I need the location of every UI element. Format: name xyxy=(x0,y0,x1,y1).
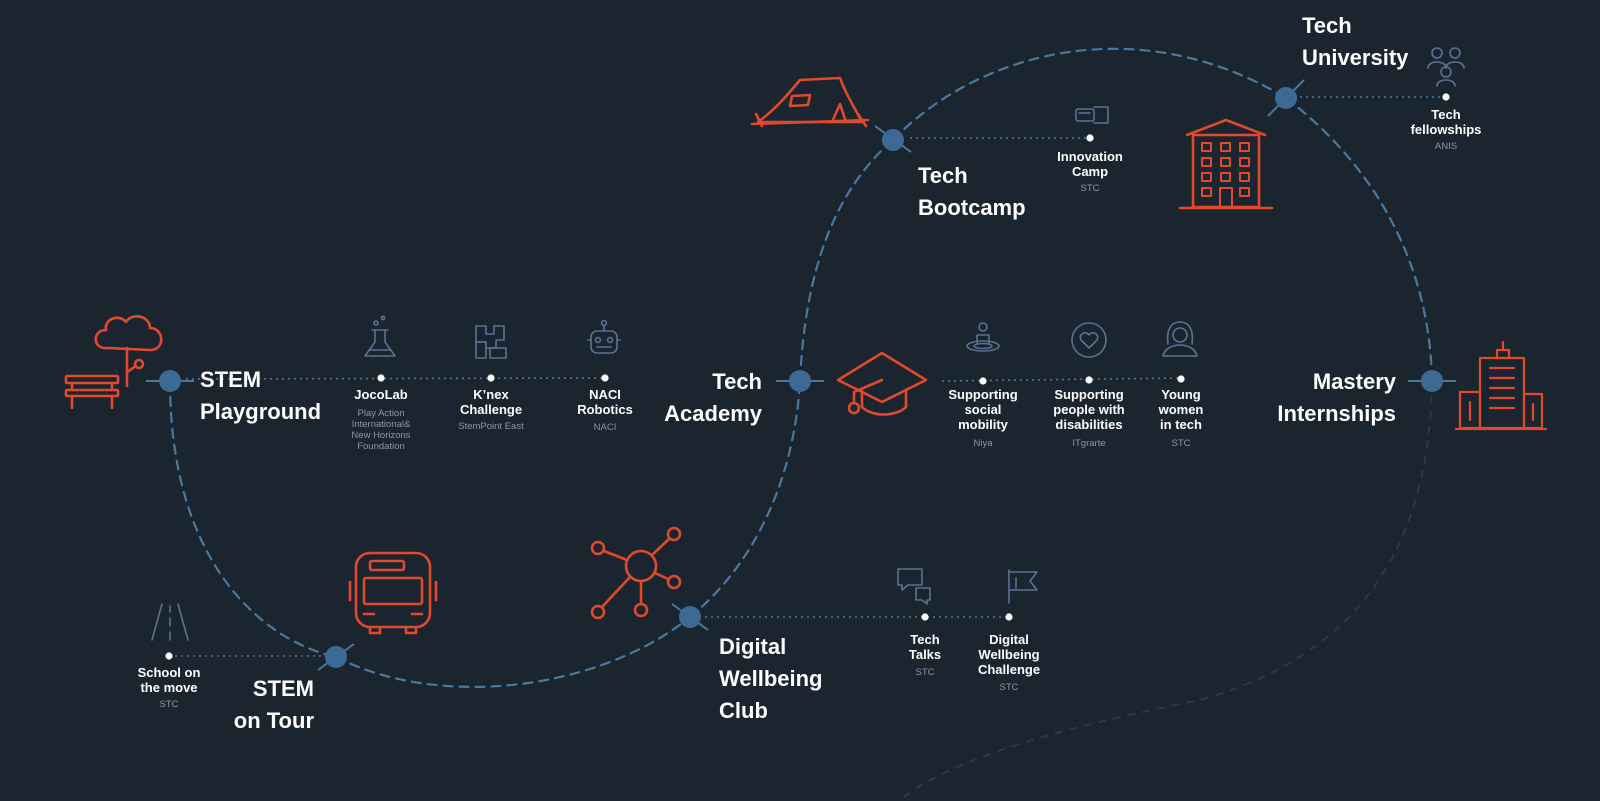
dot-knex xyxy=(487,374,495,382)
path-academy-to-bootcamp xyxy=(798,138,895,383)
hub-label-tech-bootcamp: Tech Bootcamp xyxy=(918,163,1026,220)
node-sub-wellbeing-challenge: STC xyxy=(999,682,1019,693)
node-title-wellbeing-challenge: Digital Wellbeing Challenge xyxy=(977,632,1041,677)
people-icon xyxy=(1427,47,1465,87)
blocks-icon xyxy=(475,325,507,359)
path-university-to-internships xyxy=(1284,96,1434,383)
tree-bench-icon xyxy=(64,315,163,410)
hub-stem-on-tour xyxy=(317,643,355,671)
flag-icon xyxy=(1008,569,1038,604)
node-title-young-women: Young women in tech xyxy=(1158,387,1204,432)
hub-tech-academy xyxy=(776,370,824,392)
dot-naci xyxy=(601,374,609,382)
node-sub-school-on-move: STC xyxy=(159,699,179,710)
connector-academy xyxy=(941,377,1182,382)
node-sub-tech-talks: STC xyxy=(915,667,935,678)
node-title-knex: K’nex Challenge xyxy=(459,387,523,417)
dot-jocolab xyxy=(377,374,385,382)
node-sub-social-mobility: Niya xyxy=(973,438,993,449)
node-title-jocolab: JocoLab xyxy=(354,387,408,402)
graduation-cap-icon xyxy=(836,351,928,416)
hub-label-digital-wellbeing-club: Digital Wellbeing Club xyxy=(719,634,823,723)
node-sub-naci: NACI xyxy=(593,422,617,433)
node-title-innovation-camp: Innovation Camp xyxy=(1057,149,1123,179)
node-sub-innovation-camp: STC xyxy=(1080,183,1100,194)
node-title-social-mobility: Supporting social mobility xyxy=(948,387,1018,432)
hub-mastery-internships xyxy=(1408,370,1456,392)
node-sub-fellowships: ANIS xyxy=(1434,141,1458,152)
flashlight-icon xyxy=(1075,106,1109,124)
building-icon xyxy=(1178,118,1274,210)
dot-fellowships xyxy=(1442,93,1450,101)
dot-young-women xyxy=(1177,375,1185,383)
hub-label-tech-university: Tech University xyxy=(1302,13,1409,70)
network-icon xyxy=(590,526,682,620)
dot-innovation-camp xyxy=(1086,134,1094,142)
hub-label-stem-on-tour: STEM on Tour xyxy=(233,676,314,733)
hub-tech-university xyxy=(1267,79,1305,117)
hub-tech-bootcamp xyxy=(874,125,912,153)
node-title-fellowships: Tech fellowships xyxy=(1410,107,1482,137)
node-sub-knex: StemPoint East xyxy=(458,421,524,432)
woman-icon xyxy=(1162,321,1198,357)
node-title-naci: NACI Robotics xyxy=(577,387,633,417)
dot-tech-talks xyxy=(921,613,929,621)
tent-icon xyxy=(750,76,870,128)
node-sub-jocolab: Play Action International& New Horizons … xyxy=(351,408,411,452)
node-sub-young-women: STC xyxy=(1171,438,1191,449)
hub-label-stem-playground: STEM Playground xyxy=(200,367,322,424)
node-title-school-on-move: School on the move xyxy=(137,665,201,695)
hub-digital-wellbeing xyxy=(671,603,709,631)
flask-icon xyxy=(364,315,396,357)
bus-icon xyxy=(348,551,438,635)
hub-stem-playground xyxy=(146,370,194,392)
hub-label-mastery-internships: Mastery Internships xyxy=(1277,369,1396,426)
node-title-disabilities: Supporting people with disabilities xyxy=(1053,387,1125,432)
robot-icon xyxy=(587,319,621,354)
road-icon xyxy=(151,603,189,641)
hub-label-tech-academy: Tech Academy xyxy=(664,369,762,426)
dot-wellbeing-challenge xyxy=(1005,613,1013,621)
path-faded-tail xyxy=(899,380,1433,801)
skyscrapers-icon xyxy=(1454,340,1548,431)
node-title-tech-talks: Tech Talks xyxy=(908,632,942,662)
path-bootcamp-to-university xyxy=(891,47,1288,142)
path-tour-to-wellbeing xyxy=(334,615,692,688)
person-target-icon xyxy=(966,322,1000,352)
path-playground-to-tour xyxy=(168,379,338,659)
chat-bubbles-icon xyxy=(897,568,931,605)
dot-social-mobility xyxy=(979,377,987,385)
heart-circle-icon xyxy=(1071,322,1107,358)
dot-disabilities xyxy=(1085,376,1093,384)
node-sub-disabilities: ITgrarte xyxy=(1072,438,1106,449)
dot-school-on-move xyxy=(165,652,173,660)
path-wellbeing-to-academy xyxy=(688,379,802,619)
connector-playground xyxy=(185,377,606,380)
